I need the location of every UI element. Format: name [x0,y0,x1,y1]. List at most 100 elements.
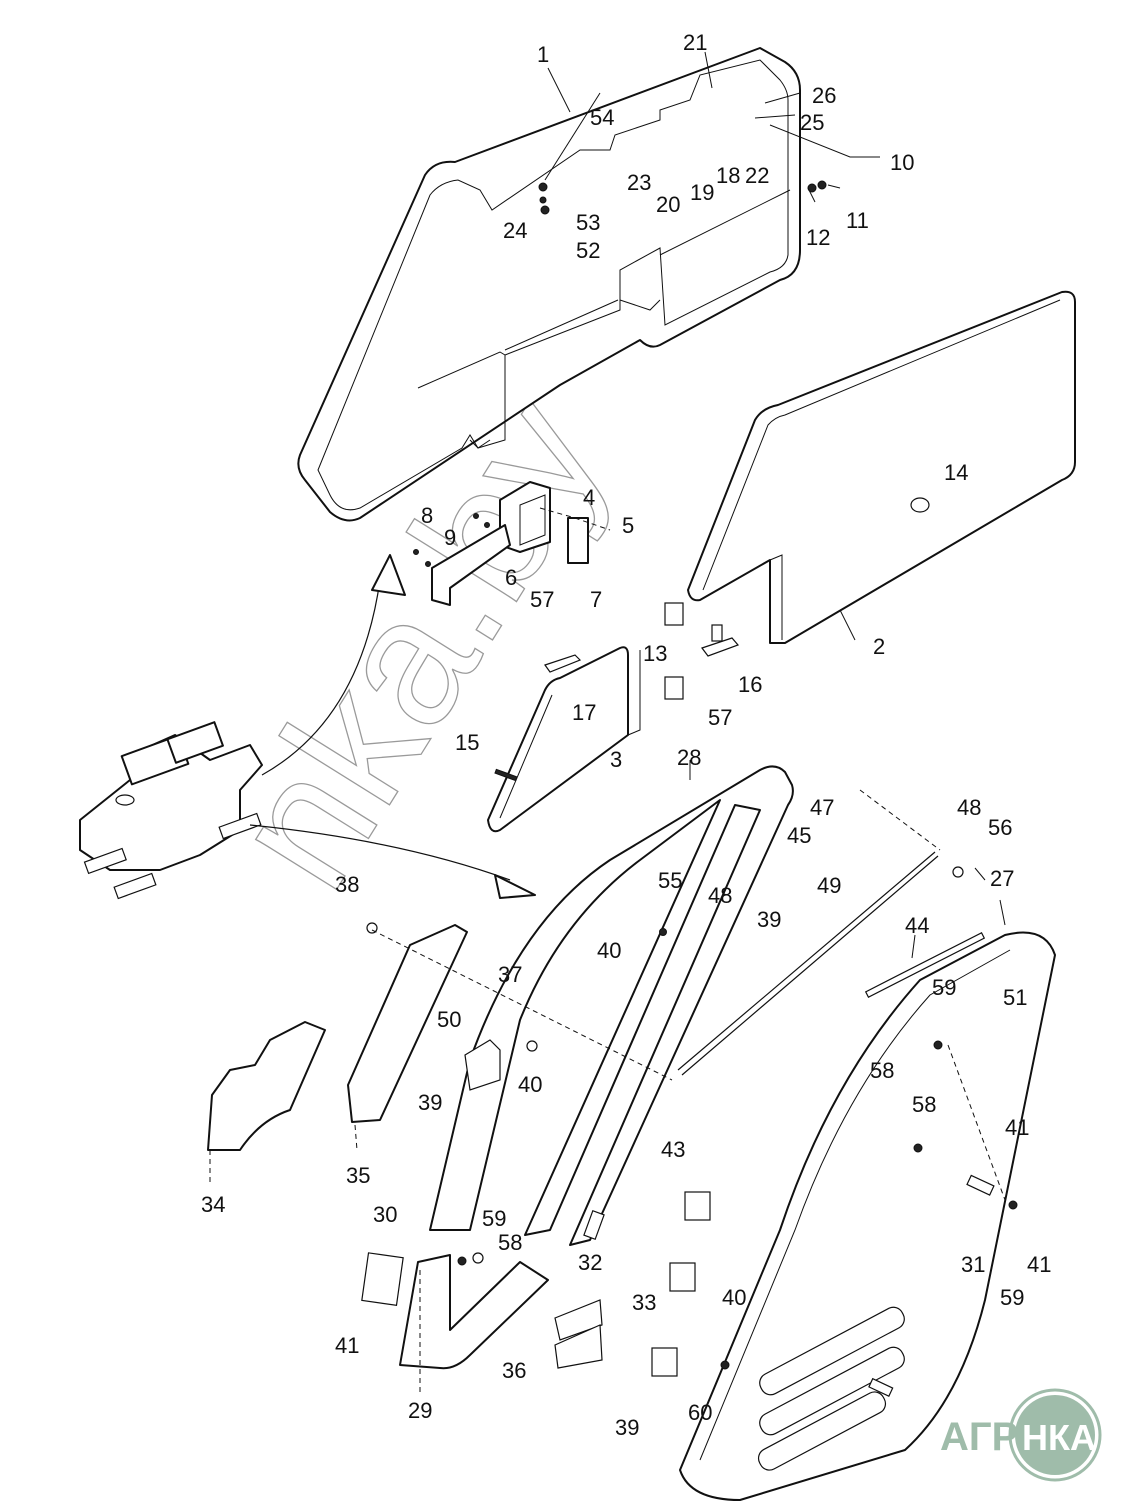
part-15-pin[interactable] [494,768,518,782]
part-34-panel[interactable] [207,1021,326,1151]
logo-text-right: НКА [1022,1417,1096,1458]
callout-41c: 41 [335,1333,359,1358]
callout-39c: 39 [615,1415,639,1440]
callout-38: 38 [335,872,359,897]
machine-overview-icon [79,721,263,900]
callout-31: 31 [961,1252,985,1277]
callout-6: 6 [505,565,517,590]
callout-39b: 39 [418,1090,442,1115]
callout-26: 26 [812,83,836,108]
part-33-hinges[interactable] [651,1191,711,1377]
callout-41b: 41 [1027,1252,1051,1277]
callout-40b: 40 [518,1072,542,1097]
callout-58c: 58 [498,1230,522,1255]
callout-39a: 39 [757,907,781,932]
part-35-panel[interactable] [347,924,468,1123]
callout-11: 11 [846,208,869,233]
part-36-gasket[interactable] [554,1299,603,1369]
callout-33: 33 [632,1290,656,1315]
callout-40a: 40 [597,938,621,963]
part-44-strip[interactable] [864,932,986,998]
callout-17: 17 [572,700,596,725]
callout-43: 43 [661,1137,685,1162]
part-14-grommet[interactable] [910,497,930,513]
callout-23: 23 [627,170,651,195]
part-30-hinge[interactable] [361,1252,404,1306]
callout-59a: 59 [932,975,956,1000]
part-1-hood-frame[interactable] [297,47,801,522]
part-17-plate[interactable] [544,654,582,673]
part-27-side-door[interactable] [679,931,1056,1501]
part-31-latch[interactable] [868,1174,995,1397]
callout-54: 54 [590,105,614,130]
callout-25: 25 [800,110,824,135]
agro-nka-logo: АГРО НКА [940,1388,1102,1482]
callout-59b: 59 [482,1206,506,1231]
callout-59c: 59 [1000,1285,1024,1310]
callout-30: 30 [373,1202,397,1227]
callout-49: 49 [817,873,841,898]
callout-27: 27 [990,866,1014,891]
callout-55: 55 [658,868,682,893]
callout-1: 1 [537,42,549,67]
callout-18: 18 [716,163,740,188]
part-16-latch[interactable] [701,624,740,657]
callout-9: 9 [444,525,456,550]
arrow-to-frame [249,824,536,899]
callout-40c: 40 [722,1285,746,1310]
callout-36: 36 [502,1358,526,1383]
callout-19: 19 [690,180,714,205]
callout-56: 56 [988,815,1012,840]
part-32-latch[interactable] [583,1209,605,1241]
callout-21: 21 [683,30,707,55]
callout-35: 35 [346,1163,370,1188]
callout-labels: 1 21 26 25 54 10 23 18 22 20 19 11 12 24… [201,30,1051,1440]
callout-5: 5 [622,513,634,538]
callout-2: 2 [873,634,885,659]
callout-14: 14 [944,460,968,485]
callout-7: 7 [590,587,602,612]
callout-15: 15 [455,730,479,755]
callout-24: 24 [503,218,527,243]
callout-28: 28 [677,745,701,770]
callout-10: 10 [890,150,914,175]
part-28-arch-frame[interactable] [429,765,794,1246]
callout-48a: 48 [957,795,981,820]
callout-58b: 58 [912,1092,936,1117]
callout-37: 37 [498,962,522,987]
callout-8: 8 [421,503,433,528]
part-13-hinge[interactable] [664,602,684,700]
callout-52: 52 [576,238,600,263]
callout-57b: 57 [708,705,732,730]
part-5-plate[interactable] [567,517,589,564]
part-4-bracket-box[interactable] [431,481,551,606]
callout-45: 45 [787,823,811,848]
leader-lines [209,51,1006,1395]
callout-58a: 58 [870,1058,894,1083]
callout-3: 3 [610,747,622,772]
callout-48b: 48 [708,883,732,908]
part-49-gas-strut[interactable] [677,851,939,1076]
part-29-lower-cover[interactable] [399,1254,549,1370]
part-2-side-panel[interactable] [687,290,1076,644]
callout-29: 29 [408,1398,432,1423]
callout-50: 50 [437,1007,461,1032]
callout-44: 44 [905,913,929,938]
part-3-triangle-panel[interactable] [487,646,641,833]
callout-51: 51 [1003,985,1027,1010]
callout-13: 13 [643,641,667,666]
part-50-bracket[interactable] [464,1039,501,1091]
callout-12: 12 [806,225,830,250]
callout-16: 16 [738,672,762,697]
callout-20: 20 [656,192,680,217]
callout-22: 22 [745,163,769,188]
logo-text-left: АГРО [940,1415,1049,1459]
callout-60: 60 [688,1400,712,1425]
callout-32: 32 [578,1250,602,1275]
callout-4: 4 [583,485,595,510]
callout-53: 53 [576,210,600,235]
callout-47: 47 [810,795,834,820]
callout-57a: 57 [530,587,554,612]
callout-34: 34 [201,1192,225,1217]
